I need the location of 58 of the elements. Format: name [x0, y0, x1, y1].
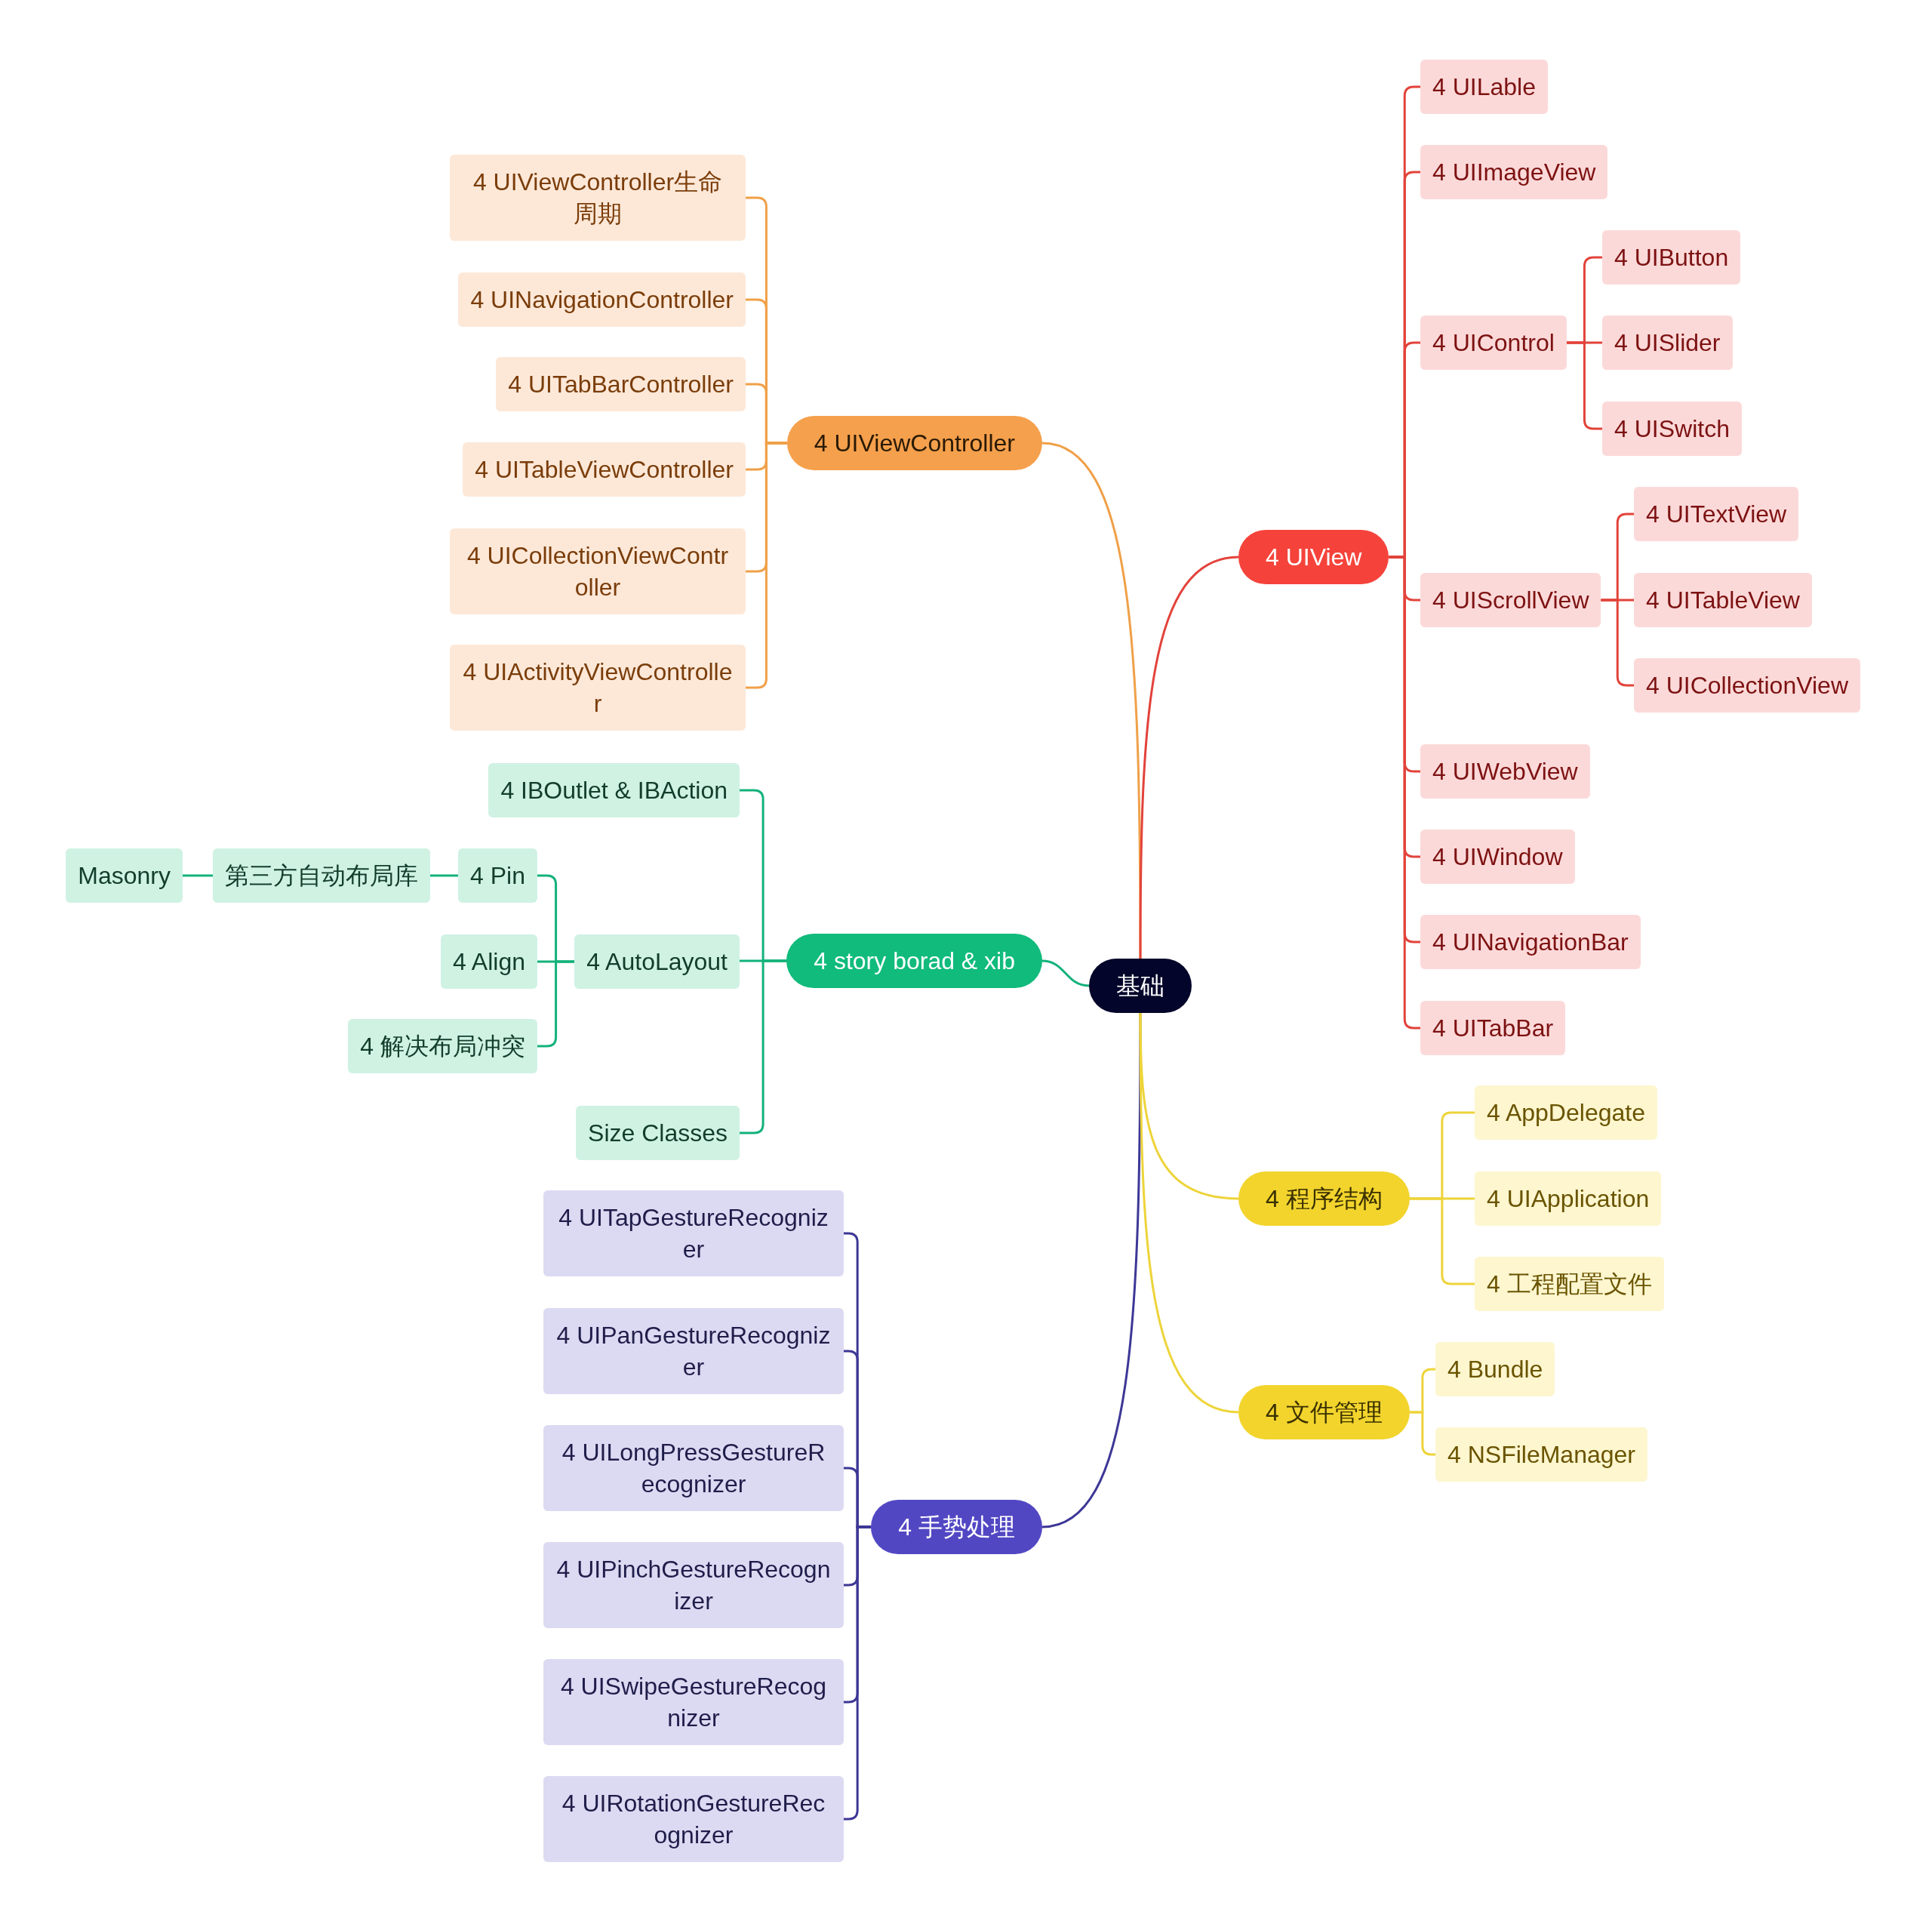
- subtopic: 4 UICollectionViewController: [450, 528, 746, 614]
- subtopic: 4 UIPanGestureRecognizer: [543, 1308, 844, 1394]
- subtopic: 4 Align: [440, 934, 537, 989]
- central-topic: 基础: [1089, 959, 1192, 1013]
- subtopic: Masonry: [66, 848, 183, 903]
- main-topic: 4 手势处理: [871, 1500, 1042, 1554]
- branch-line: [1139, 1013, 1239, 1414]
- subtopic: 4 UITextView: [1634, 487, 1799, 541]
- subtopic: 4 UIViewController生命周期: [450, 155, 746, 241]
- subtopic: 4 IBOutlet & IBAction: [488, 763, 740, 817]
- subtopic: 4 UITapGestureRecognizer: [543, 1190, 844, 1276]
- branch-line: [844, 1525, 872, 1821]
- branch-line: [1041, 959, 1090, 987]
- subtopic: 4 解决布局冲突: [348, 1019, 537, 1073]
- branch-line: [183, 874, 213, 877]
- subtopic: 4 Bundle: [1435, 1342, 1555, 1396]
- subtopic: 4 UIActivityViewController: [450, 645, 746, 731]
- subtopic: 4 UITableView: [1634, 573, 1812, 627]
- branch-line: [1566, 341, 1602, 430]
- branch-line: [1409, 1197, 1475, 1285]
- subtopic: 4 UIWebView: [1420, 744, 1590, 799]
- subtopic: 第三方自动布局库: [213, 848, 430, 903]
- subtopic: 4 AppDelegate: [1475, 1085, 1657, 1140]
- subtopic: 4 工程配置文件: [1475, 1257, 1664, 1311]
- subtopic: 4 UINavigationBar: [1420, 915, 1641, 969]
- subtopic: 4 UIButton: [1602, 230, 1741, 285]
- subtopic: 4 UIApplication: [1475, 1171, 1662, 1226]
- main-topic: 4 程序结构: [1238, 1171, 1410, 1226]
- subtopic: 4 UINavigationController: [458, 272, 746, 327]
- branch-line: [537, 960, 575, 1048]
- main-topic: 4 文件管理: [1238, 1385, 1410, 1439]
- subtopic: 4 UIWindow: [1420, 830, 1575, 884]
- subtopic: Size Classes: [576, 1106, 740, 1160]
- subtopic: 4 UITableViewController: [463, 442, 746, 497]
- branch-line: [1601, 599, 1634, 687]
- subtopic: 4 UISlider: [1602, 316, 1733, 370]
- branch-line: [430, 874, 459, 877]
- subtopic: 4 UIScrollView: [1420, 573, 1601, 627]
- subtopic: 4 UIRotationGestureRecognizer: [543, 1776, 844, 1862]
- subtopic: 4 UISwipeGestureRecognizer: [543, 1659, 844, 1745]
- subtopic: 4 UIControl: [1420, 316, 1567, 370]
- branch-line: [1409, 1411, 1435, 1456]
- main-topic: 4 story borad & xib: [786, 934, 1042, 988]
- subtopic: 4 UILable: [1420, 60, 1548, 114]
- subtopic: 4 UITabBarController: [496, 357, 746, 411]
- subtopic: 4 UIImageView: [1420, 145, 1608, 199]
- subtopic: 4 UICollectionView: [1634, 658, 1860, 713]
- branch-line: [1139, 556, 1239, 959]
- subtopic: 4 UITabBar: [1420, 1001, 1566, 1055]
- subtopic: 4 AutoLayout: [574, 934, 740, 989]
- subtopic: 4 Pin: [458, 848, 537, 903]
- subtopic: 4 UISwitch: [1602, 402, 1742, 456]
- main-topic: 4 UIViewController: [786, 416, 1042, 470]
- main-topic: 4 UIView: [1238, 530, 1389, 584]
- subtopic: 4 NSFileManager: [1435, 1427, 1647, 1482]
- subtopic: 4 UILongPressGestureRecognizer: [543, 1425, 844, 1511]
- subtopic: 4 UIPinchGestureRecognizer: [543, 1542, 844, 1628]
- branch-line: [1041, 1013, 1142, 1528]
